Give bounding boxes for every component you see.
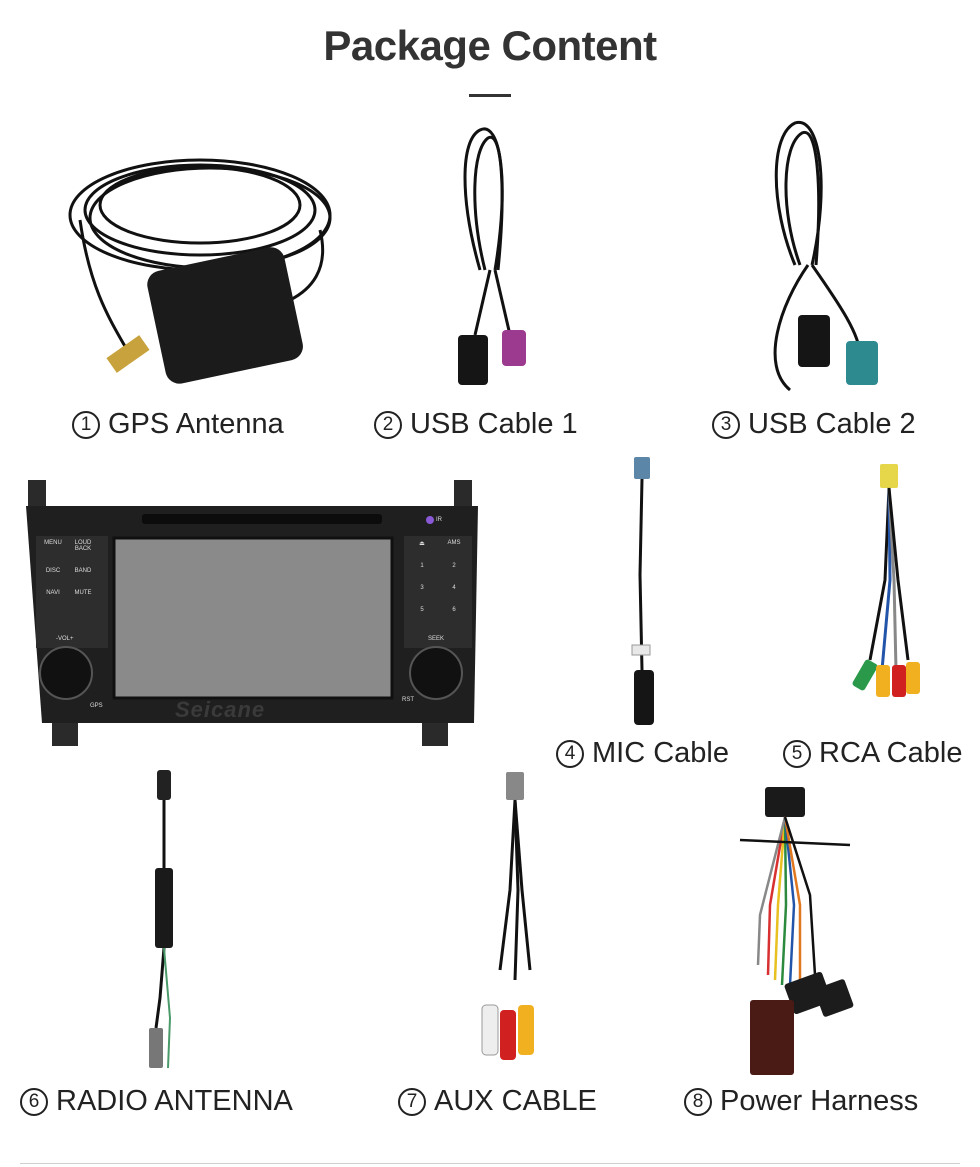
reset-label: RST — [402, 697, 414, 703]
preset-1-label: 1 — [420, 563, 424, 569]
number-badge: 5 — [783, 739, 811, 768]
item-name: RADIO ANTENNA — [56, 1085, 293, 1117]
title-underline — [469, 94, 511, 97]
head-unit-left-buttons: MENU LOUD BACK DISC BAND NAVI MUTE — [38, 540, 98, 596]
seek-knob-label: SEEK — [428, 636, 445, 642]
usb-cable-image — [440, 120, 540, 400]
gps-antenna-image — [50, 140, 350, 400]
item-label-2: 2 USB Cable 1 — [374, 408, 578, 441]
preset-6-label: 6 — [452, 607, 456, 613]
usb-cable-image — [750, 115, 890, 400]
preset-3-label: 3 — [420, 585, 424, 591]
number-badge: 4 — [556, 739, 584, 768]
item-name: USB Cable 1 — [410, 408, 578, 440]
number-badge: 6 — [20, 1087, 48, 1116]
preset-2-label: 2 — [452, 563, 456, 569]
disc-button-label: DISC — [45, 568, 61, 574]
item-label-5: 5 RCA Cable — [783, 737, 962, 770]
mic-cable-image — [620, 455, 670, 730]
volume-knob-label: -VOL+ — [56, 636, 74, 642]
item-name: AUX CABLE — [434, 1085, 597, 1117]
mute-button-label: MUTE — [74, 590, 92, 596]
item-label-3: 3 USB Cable 2 — [712, 408, 916, 441]
rca-cable-image — [840, 460, 930, 730]
item-label-8: 8 Power Harness — [684, 1085, 918, 1118]
footer-divider — [20, 1163, 960, 1164]
loud-back-button-label: LOUD BACK — [74, 540, 92, 552]
head-unit-right-buttons: ⏏ AMS 1 2 3 4 5 6 — [406, 540, 470, 613]
preset-4-label: 4 — [452, 585, 456, 591]
band-button-label: BAND — [74, 568, 92, 574]
number-badge: 7 — [398, 1087, 426, 1116]
item-label-1: 1 GPS Antenna — [72, 408, 284, 441]
item-label-7: 7 AUX CABLE — [398, 1085, 597, 1118]
menu-button-label: MENU — [44, 540, 62, 546]
radio-antenna-image — [140, 768, 190, 1078]
head-unit-image — [22, 468, 482, 750]
navi-button-label: NAVI — [46, 590, 60, 596]
number-badge: 2 — [374, 410, 402, 439]
item-name: Power Harness — [720, 1085, 919, 1117]
head-unit-brand: Seicane — [175, 697, 266, 722]
number-badge: 8 — [684, 1087, 712, 1116]
item-name: USB Cable 2 — [748, 408, 916, 440]
eject-button-label: ⏏ — [419, 541, 425, 547]
ams-button-label: AMS — [447, 540, 461, 546]
page-title: Package Content — [323, 22, 657, 69]
aux-cable-image — [470, 770, 560, 1070]
power-harness-image — [730, 785, 860, 1080]
item-name: RCA Cable — [819, 737, 963, 769]
item-name: GPS Antenna — [108, 408, 284, 440]
ir-label: IR — [436, 517, 442, 523]
preset-5-label: 5 — [420, 607, 424, 613]
item-label-4: 4 MIC Cable — [556, 737, 729, 770]
gps-port-label: GPS — [90, 703, 103, 709]
number-badge: 1 — [72, 410, 100, 439]
number-badge: 3 — [712, 410, 740, 439]
item-name: MIC Cable — [592, 737, 729, 769]
item-label-6: 6 RADIO ANTENNA — [20, 1085, 293, 1118]
